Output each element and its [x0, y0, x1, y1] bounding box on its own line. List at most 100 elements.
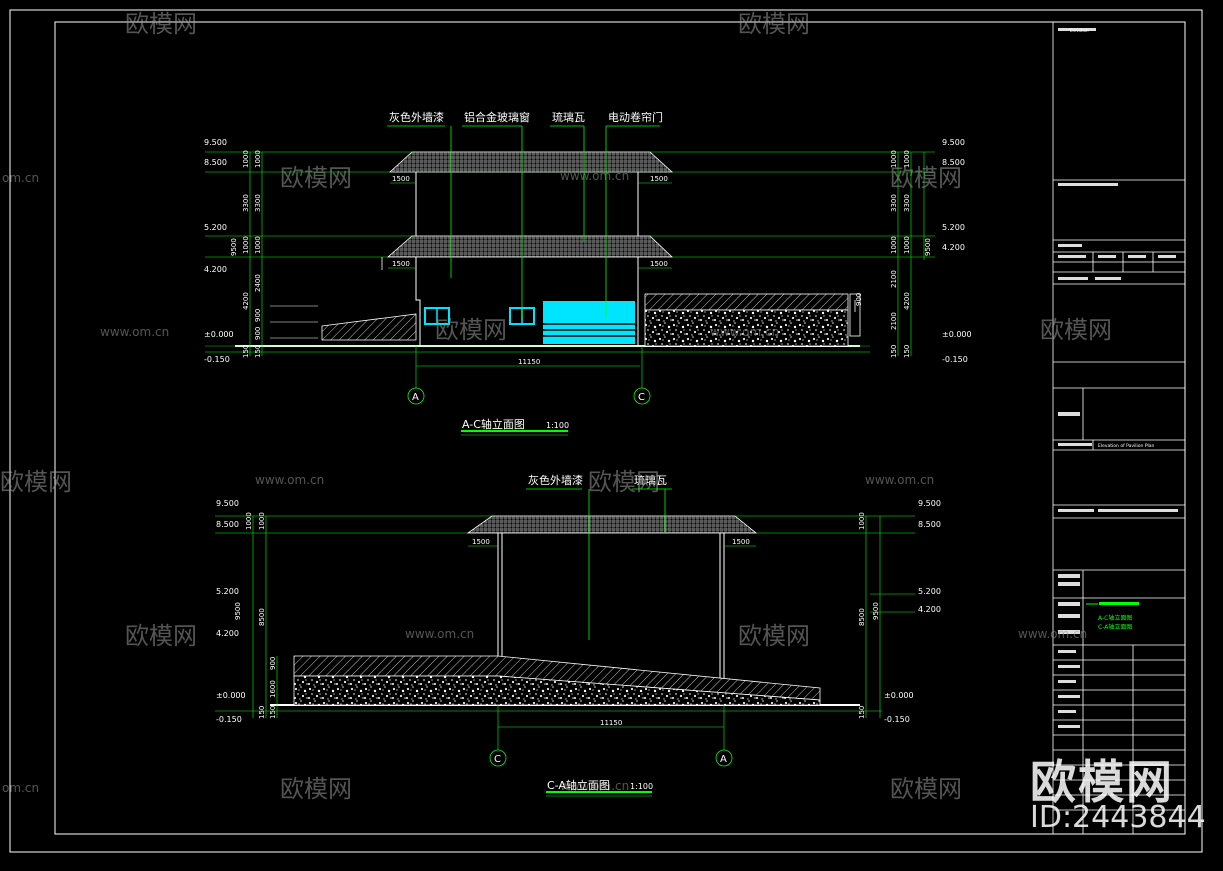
dim: 8500 [858, 608, 866, 626]
watermark-logo: 欧模网 [125, 10, 197, 38]
axis-bubble-A-bottom: A [720, 754, 727, 765]
dim: 3300 [890, 194, 898, 212]
dim-total: 9500 [924, 238, 932, 256]
title-block-text-blocks [1058, 28, 1178, 728]
level-right-neg: -0.150 [942, 355, 968, 364]
watermark-logo: 欧模网 [435, 316, 507, 344]
level-right-4200: 4.200 [942, 243, 965, 252]
overhang-label: 1500 [650, 260, 668, 268]
dim: 1000 [903, 236, 911, 254]
level-left-4200: 4.200 [204, 265, 227, 274]
watermark-logo: 欧模网 [1040, 316, 1112, 344]
annex-wall [644, 309, 849, 347]
dim: 150 [254, 345, 262, 358]
level-right-neg: -0.150 [884, 715, 910, 724]
bottom-levels-right: 9.500 8.500 5.200 4.200 ±0.000 -0.150 [884, 499, 941, 724]
level-right-5200: 5.200 [918, 587, 941, 596]
bottom-levels-left: 9.500 8.500 5.200 4.200 ±0.000 -0.150 [216, 499, 246, 724]
level-left-5200: 5.200 [216, 587, 239, 596]
top-levels-left: 9.500 8.500 5.200 4.200 ±0.000 -0.150 [204, 138, 234, 364]
level-left-neg: -0.150 [204, 355, 230, 364]
top-dims-left: 1000 3300 1000 2400 900 900 150 1000 330… [230, 150, 262, 358]
dim: 1000 [258, 512, 266, 530]
level-left-4200: 4.200 [216, 629, 239, 638]
dim: 2400 [254, 274, 262, 292]
drawing-list-marker [1099, 602, 1139, 605]
bottom-width-dim: 11150 [600, 719, 622, 727]
level-right-0: ±0.000 [942, 330, 972, 339]
bottom-elevation-scale: 1:100 [630, 782, 653, 791]
title-block [1052, 22, 1185, 834]
dim-total-left: 9500 [234, 602, 242, 620]
level-right-0: ±0.000 [884, 691, 914, 700]
watermark-logo: 欧模网 [0, 468, 72, 496]
top-elevation-scale: 1:100 [546, 421, 569, 430]
dim: 900 [254, 309, 262, 322]
inner-frame [54, 21, 1186, 835]
bottom-dims: 1000 900 1600 150 1000 8500 150 1000 850… [234, 512, 880, 719]
top-elevation-title: A-C轴立面图 [462, 417, 525, 431]
level-right-5200: 5.200 [942, 223, 965, 232]
watermark-logo: 欧模网 [738, 10, 810, 38]
watermark-url: www.om.cn [255, 473, 324, 487]
dim: 1000 [254, 236, 262, 254]
left-ramp [321, 313, 417, 341]
level-left-5200: 5.200 [204, 223, 227, 232]
axis-bubble-C-bottom: C [494, 754, 501, 765]
overhang-label: 1500 [732, 538, 750, 546]
outer-frame [9, 9, 1203, 853]
dim: 150 [858, 706, 866, 719]
title-block-project-en: Elevation [1070, 28, 1089, 33]
dim: 900 [855, 293, 863, 306]
watermark-url: www.om.cn [560, 779, 629, 793]
top-width-dim: 11150 [518, 358, 540, 366]
top-levels-right: 9.500 8.500 5.200 4.200 ±0.000 -0.150 [942, 138, 972, 364]
axis-bubble-A-top: A [412, 392, 419, 403]
callout-glazed-tile: 琉璃瓦 [552, 110, 585, 124]
dim: 150 [903, 345, 911, 358]
watermark-url: www.om.cn [1018, 627, 1087, 641]
title-block-drawing-en: Elevation of Pavilion Plan [1098, 443, 1155, 449]
watermark-url: www.om.cn [865, 473, 934, 487]
watermark-logo: 欧模网 [280, 164, 352, 192]
bottom-elevation [215, 488, 915, 797]
callout-gray-paint: 灰色外墙漆 [389, 110, 444, 124]
dim: 4200 [242, 292, 250, 310]
dim: 4200 [903, 292, 911, 310]
dim: 150 [890, 345, 898, 358]
bottom-elevation-title: C-A轴立面图 [547, 778, 610, 792]
watermark-logo: 欧模网 [890, 164, 962, 192]
dim: 150 [269, 706, 277, 719]
watermark-logo: 欧模网 [125, 622, 197, 650]
axis-bubble-C-top: C [638, 392, 645, 403]
dim: 150 [258, 706, 266, 719]
callout-aluminum-window: 铝合金玻璃窗 [464, 110, 530, 124]
watermark-url: www.om.cn [100, 325, 169, 339]
dim: 2100 [890, 312, 898, 330]
watermark-logo: 欧模网 [738, 622, 810, 650]
pavilion-roof [466, 515, 758, 534]
overhang-label: 1500 [392, 175, 410, 183]
dim: 900 [254, 327, 262, 340]
dim: 1000 [242, 236, 250, 254]
bottom-callout-gray-paint: 灰色外墙漆 [528, 473, 583, 487]
dim: 3300 [903, 194, 911, 212]
annex-roof [644, 293, 849, 311]
dim-total: 9500 [230, 238, 238, 256]
drawing-list-item-2: C-A轴立面图 [1098, 623, 1132, 631]
level-left-8500: 8.500 [216, 520, 239, 529]
watermark-edge: om.cn [2, 171, 39, 185]
level-right-8500: 8.500 [918, 520, 941, 529]
bottom-callout-glazed-tile: 琉璃瓦 [634, 473, 667, 487]
level-right-4200: 4.200 [918, 605, 941, 614]
watermark-logo: 欧模网 [588, 468, 660, 496]
top-elevation [205, 125, 935, 436]
dim: 1000 [890, 150, 898, 168]
dim: 2100 [890, 270, 898, 288]
watermark-url: www.om.cn [405, 627, 474, 641]
dim: 150 [242, 345, 250, 358]
watermark-id: ID:2443844 [1030, 800, 1206, 835]
overhang-label: 1500 [472, 538, 490, 546]
upper-roof [388, 151, 674, 173]
